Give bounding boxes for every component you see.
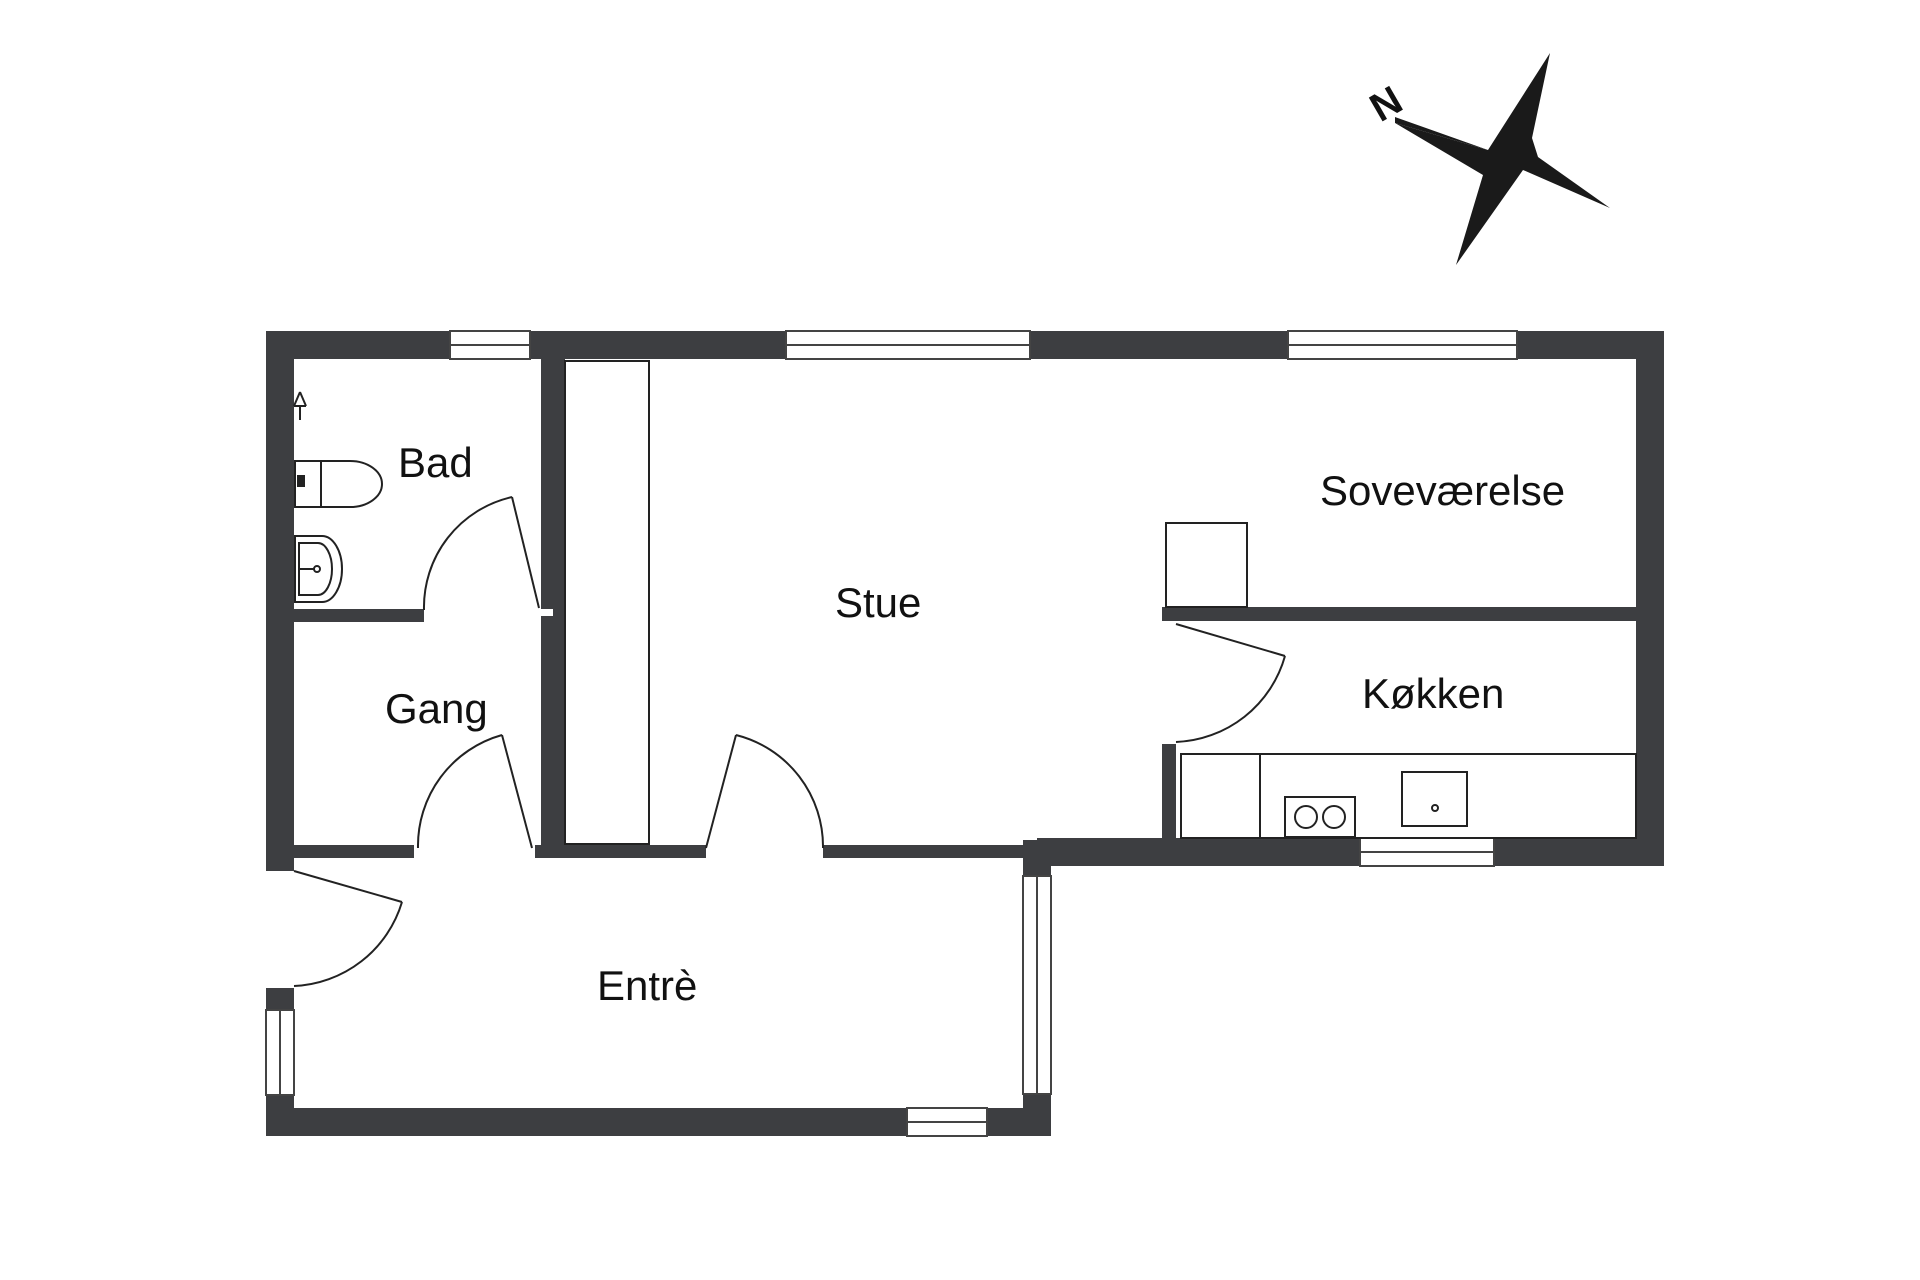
compass-rose: N <box>1363 53 1610 265</box>
door-stue <box>705 734 825 849</box>
door-entre <box>293 870 403 987</box>
room-label-stue: Stue <box>835 579 921 626</box>
door-gang <box>416 734 533 849</box>
stove-icon <box>1284 796 1356 838</box>
door-bad <box>422 496 540 611</box>
bathroom-fixtures <box>293 391 383 603</box>
room-label-sovevaerelse: Soveværelse <box>1320 467 1565 514</box>
room-label-kokken: Køkken <box>1362 670 1504 717</box>
room-label-bad: Bad <box>398 439 473 486</box>
sink-icon <box>294 535 343 603</box>
room-labels: Bad Gang Stue Soveværelse Køkken Entrè <box>385 439 1565 1009</box>
kitchen-counter <box>1180 753 1637 839</box>
door-kokken <box>1175 623 1286 743</box>
room-label-gang: Gang <box>385 685 488 732</box>
closet <box>564 360 650 845</box>
wardrobe <box>1165 522 1248 608</box>
room-label-entre: Entrè <box>597 962 697 1009</box>
compass-star-icon <box>1395 53 1610 265</box>
kitchen-sink-icon <box>1401 771 1468 827</box>
shower-drain-icon <box>293 391 307 420</box>
windows <box>265 330 1518 1137</box>
walls <box>266 331 1664 1136</box>
toilet-icon <box>294 460 383 508</box>
doors <box>293 496 1286 987</box>
